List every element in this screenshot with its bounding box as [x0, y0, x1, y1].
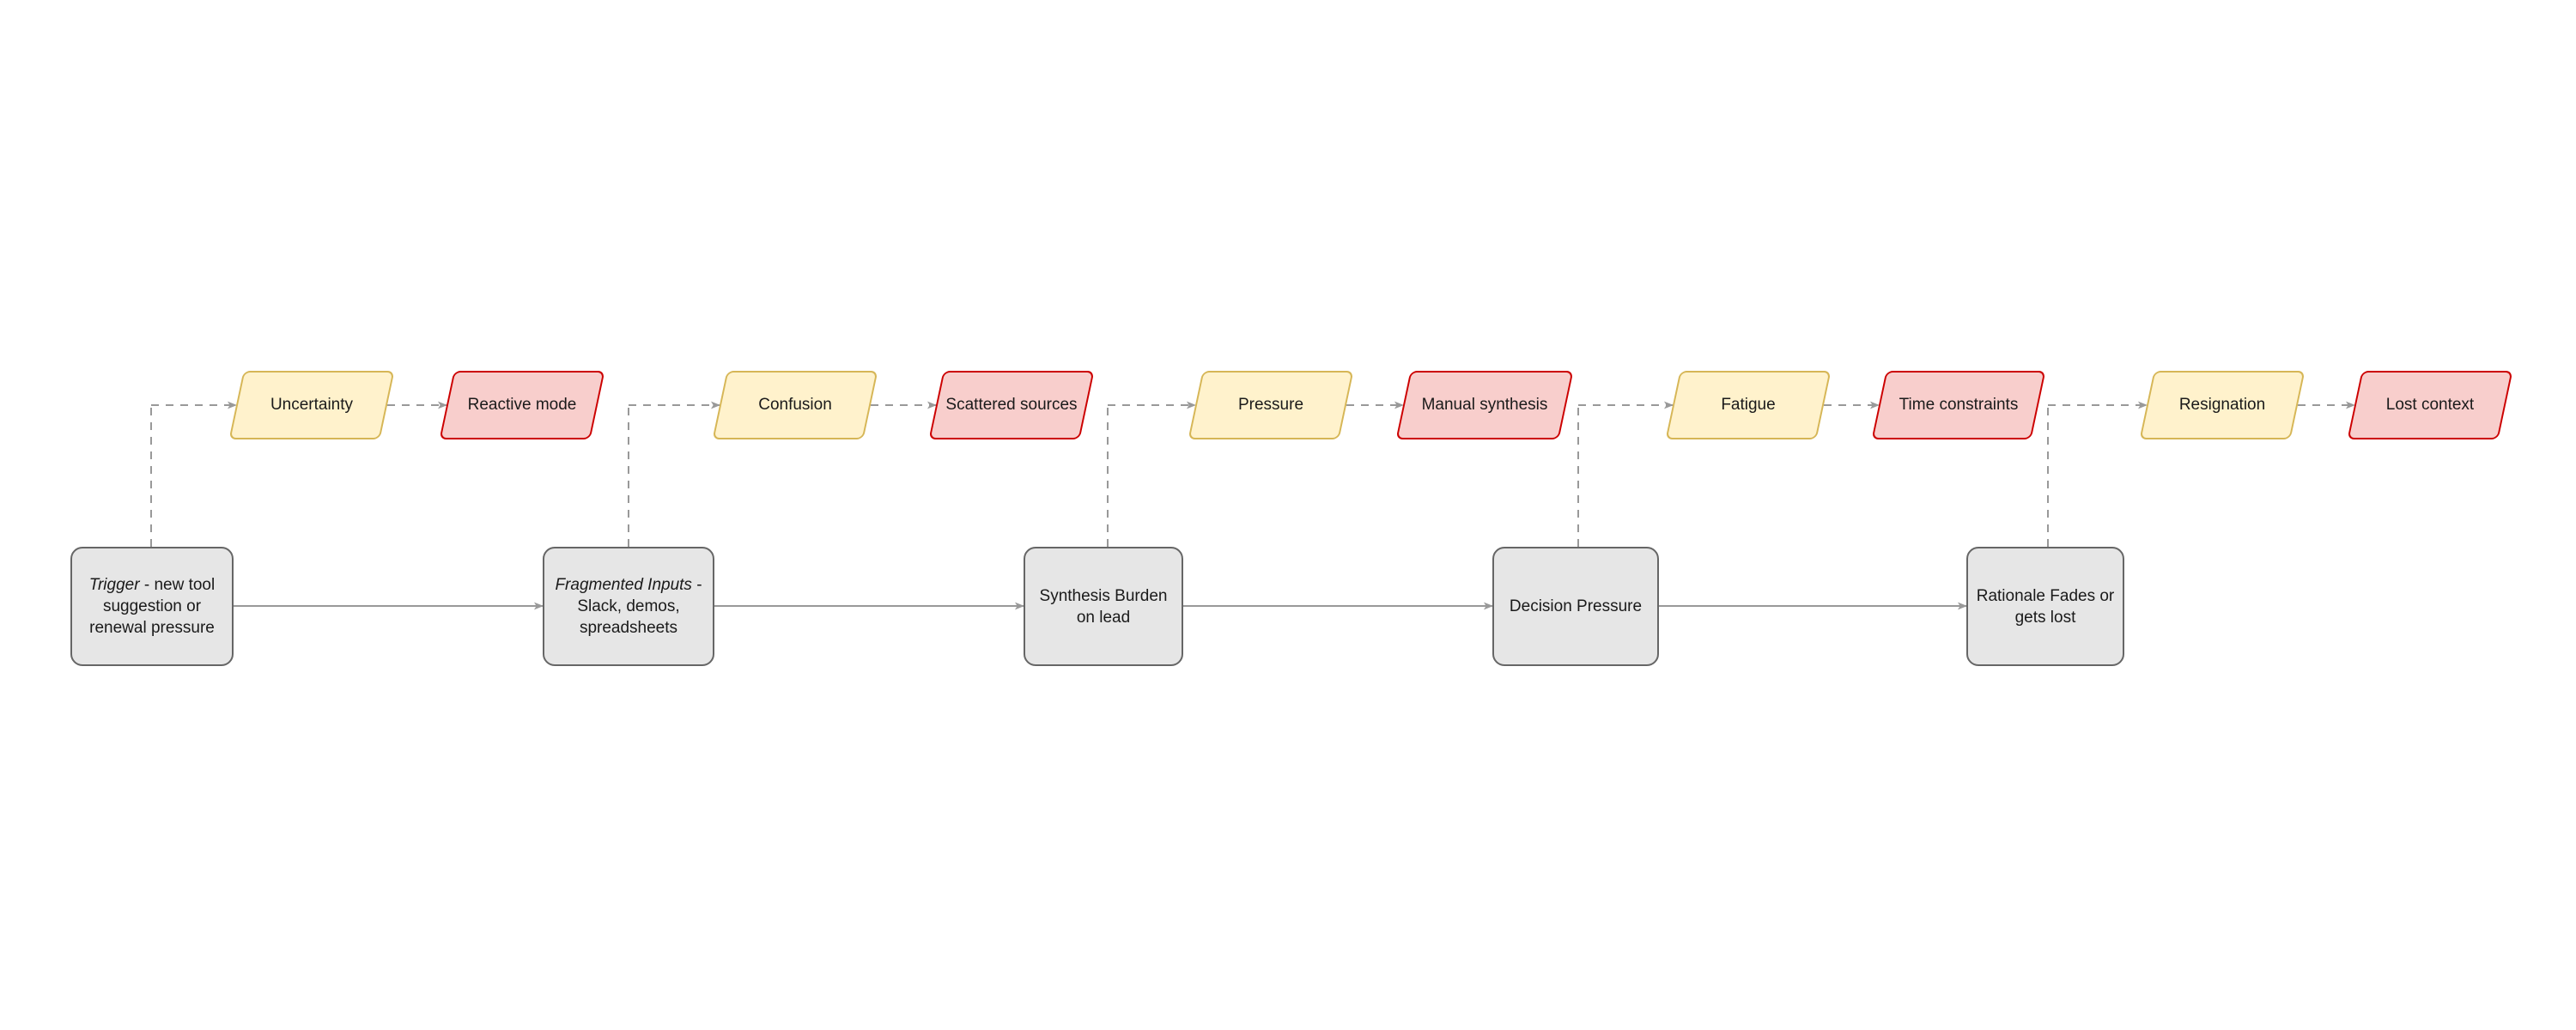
process-node-label: Fragmented Inputs - Slack, demos, spread…	[551, 574, 706, 639]
state-node-label: Fatigue	[1721, 396, 1776, 414]
state-node-label: Uncertainty	[270, 396, 354, 414]
state-node-manual-synthesis[interactable]: Manual synthesis	[1395, 371, 1574, 439]
process-node-label: Trigger - new tool suggestion or renewal…	[79, 574, 225, 639]
state-node-label: Lost context	[2385, 396, 2475, 414]
process-node-rationale-fades[interactable]: Rationale Fades or gets lost	[1966, 547, 2124, 666]
process-node-emphasis: Trigger	[88, 576, 140, 594]
process-node-text: - new tool suggestion or renewal pressur…	[89, 576, 216, 637]
state-node-reactive-mode[interactable]: Reactive mode	[439, 371, 605, 439]
process-node-text: Synthesis Burden on lead	[1039, 586, 1168, 627]
state-node-uncertainty[interactable]: Uncertainty	[228, 371, 395, 439]
state-node-label: Pressure	[1237, 396, 1304, 414]
process-node-label: Synthesis Burden on lead	[1032, 585, 1175, 628]
state-node-label: Reactive mode	[467, 396, 577, 414]
state-node-fatigue[interactable]: Fatigue	[1665, 371, 1832, 439]
state-node-lost-context[interactable]: Lost context	[2347, 371, 2513, 439]
state-node-time-constraints[interactable]: Time constraints	[1871, 371, 2046, 439]
state-node-label: Resignation	[2178, 396, 2266, 414]
state-node-confusion[interactable]: Confusion	[712, 371, 878, 439]
process-node-text: Rationale Fades or gets lost	[1976, 586, 2115, 627]
state-node-label: Scattered sources	[945, 396, 1078, 414]
state-node-resignation[interactable]: Resignation	[2139, 371, 2306, 439]
process-node-decision-pressure[interactable]: Decision Pressure	[1492, 547, 1659, 666]
process-node-label: Rationale Fades or gets lost	[1975, 585, 2116, 628]
process-node-trigger[interactable]: Trigger - new tool suggestion or renewal…	[70, 547, 234, 666]
process-node-text: - Slack, demos, spreadsheets	[577, 576, 702, 637]
process-node-label: Decision Pressure	[1501, 596, 1650, 617]
state-node-label: Time constraints	[1899, 396, 2019, 414]
state-node-pressure[interactable]: Pressure	[1188, 371, 1354, 439]
process-node-fragmented-inputs[interactable]: Fragmented Inputs - Slack, demos, spread…	[543, 547, 714, 666]
state-node-label: Confusion	[758, 396, 832, 414]
state-node-label: Manual synthesis	[1421, 396, 1548, 414]
process-node-emphasis: Fragmented Inputs	[555, 576, 692, 594]
process-node-synthesis-burden[interactable]: Synthesis Burden on lead	[1024, 547, 1183, 666]
state-node-scattered-sources[interactable]: Scattered sources	[928, 371, 1095, 439]
process-node-text: Decision Pressure	[1509, 597, 1643, 615]
